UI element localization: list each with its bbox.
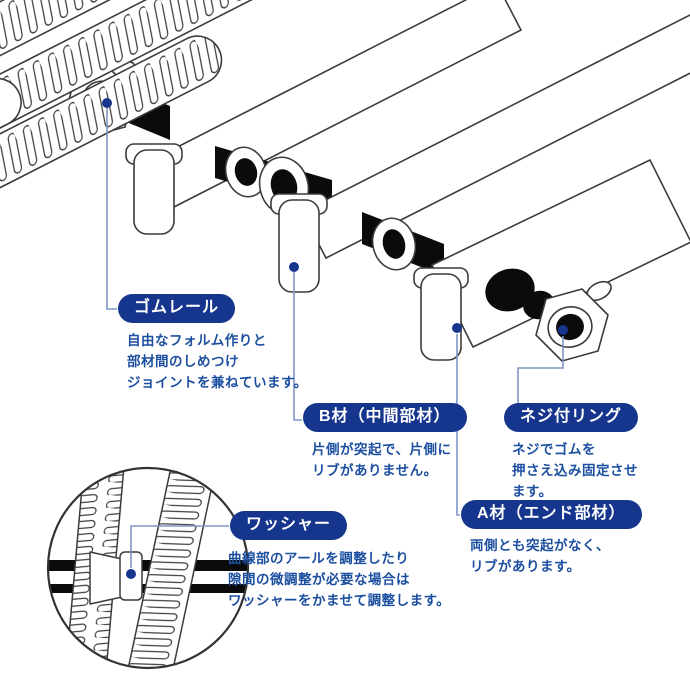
anchor-dot-b-member <box>289 262 299 272</box>
label-screw-ring: ネジ付リング <box>504 403 639 433</box>
anchor-dot-screw-ring <box>558 325 568 335</box>
anchor-dot-a-member <box>452 323 462 333</box>
anchor-dot-rubber-rail <box>102 98 112 108</box>
description-screw-ring: ネジでゴムを 押さえ込み固定させ ます。 <box>512 442 638 499</box>
description-rubber-rail: 自由なフォルム作りと 部材間のしめつけ ジョイントを兼ねています。 <box>127 333 308 390</box>
callout-line-rubber-rail <box>106 108 117 310</box>
joint-ring-3 <box>371 217 417 271</box>
detail-rail-band-right <box>123 468 220 668</box>
label-washer: ワッシャー <box>230 511 348 541</box>
callout-line-a-member <box>456 334 460 516</box>
callout-lines <box>106 108 564 568</box>
description-washer: 曲線部のアールを調整したり 隙間の微調整が必要な場合は ワッシャーをかませて調整… <box>228 551 451 608</box>
rubber-rod-end-large <box>485 268 535 312</box>
rail-middle-b-member <box>0 0 690 293</box>
callout-line-b-member <box>293 272 302 421</box>
washer-detail-circle <box>46 466 250 670</box>
callout-line-screw-ring <box>517 336 564 403</box>
description-a-member: 両側とも突起がなく、 リブがあります。 <box>470 538 610 574</box>
screw-ring-part <box>535 280 612 362</box>
label-rubber-rail: ゴムレール <box>118 294 236 324</box>
callout-line-washer <box>130 525 229 568</box>
label-a-member: A材（エンド部材） <box>461 500 642 530</box>
label-b-member: B材（中間部材） <box>303 403 467 433</box>
detail-rubber-rod-upper <box>48 560 248 571</box>
washer-cone <box>89 551 123 605</box>
description-b-member: 片側が突起で、片側に リブがありません。 <box>312 442 452 478</box>
anchor-dot-washer <box>126 569 136 579</box>
anchor-dots <box>102 98 568 579</box>
